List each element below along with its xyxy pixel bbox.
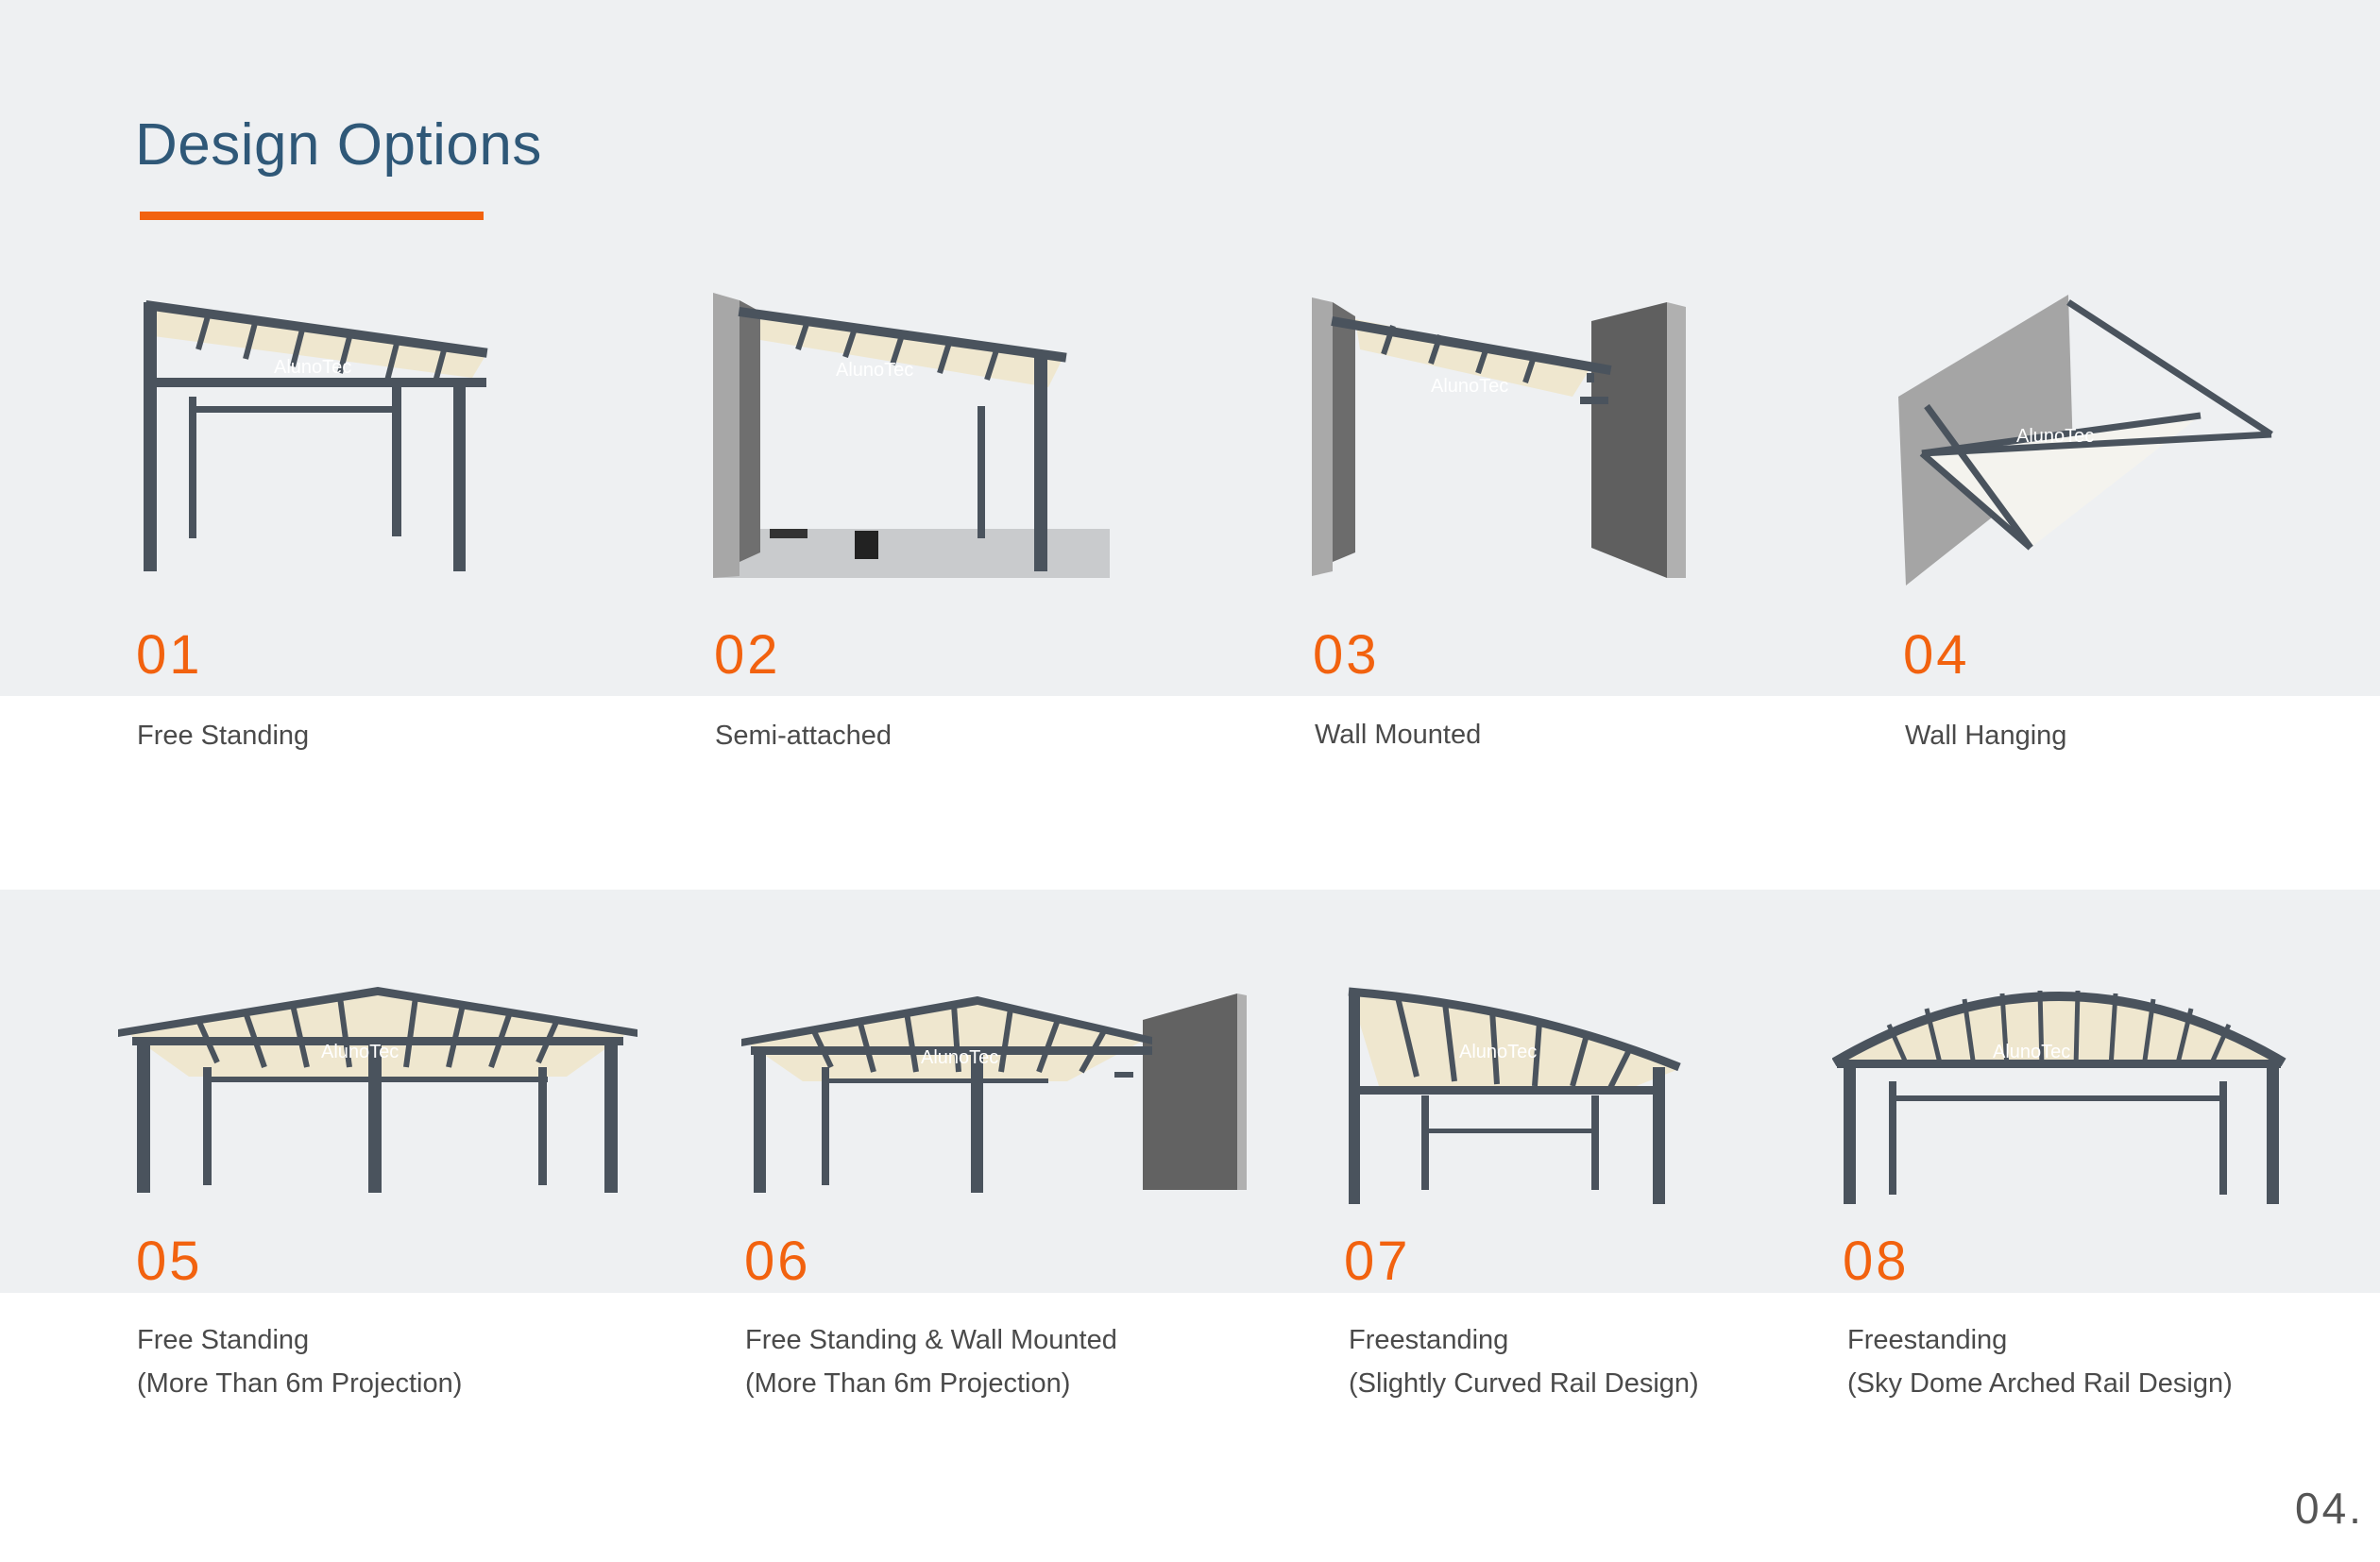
option-caption: Wall Mounted <box>1315 720 1482 750</box>
option-number: 03 <box>1313 624 1380 686</box>
svg-text:AlunoTec: AlunoTec <box>1459 1042 1537 1062</box>
svg-text:AlunoTec: AlunoTec <box>321 1042 399 1062</box>
title-underline <box>140 212 484 220</box>
option-caption: Free Standing <box>137 721 310 751</box>
page-number: 04. <box>2295 1484 2364 1533</box>
option-number: 05 <box>136 1231 203 1292</box>
option-number: 08 <box>1843 1231 1910 1292</box>
option-number: 06 <box>744 1231 811 1292</box>
svg-text:AlunoTec: AlunoTec <box>921 1047 998 1068</box>
option-number: 04 <box>1903 624 1970 686</box>
option-caption: Semi-attached <box>715 721 892 751</box>
wall-mounted-pergola-image: AlunoTec <box>1312 297 1686 578</box>
svg-text:AlunoTec: AlunoTec <box>1993 1042 2070 1062</box>
arched-rail-pergola-image: AlunoTec <box>1832 990 2286 1204</box>
page-title: Design Options <box>135 112 542 178</box>
svg-text:AlunoTec: AlunoTec <box>836 360 913 381</box>
svg-text:AlunoTec: AlunoTec <box>274 357 351 378</box>
free-standing-double-pergola-image: AlunoTec <box>118 987 638 1193</box>
option-caption: Free Standing(More Than 6m Projection) <box>137 1325 463 1399</box>
option-caption: Wall Hanging <box>1905 721 2067 751</box>
option-caption: Freestanding(Sky Dome Arched Rail Design… <box>1847 1325 2233 1399</box>
svg-text:AlunoTec: AlunoTec <box>2016 426 2094 447</box>
svg-text:AlunoTec: AlunoTec <box>1431 376 1508 397</box>
option-number: 01 <box>136 624 203 686</box>
option-number: 07 <box>1344 1231 1411 1292</box>
option-caption: Free Standing & Wall Mounted(More Than 6… <box>745 1325 1117 1399</box>
option-caption: Freestanding(Slightly Curved Rail Design… <box>1349 1325 1699 1399</box>
free-standing-wall-mounted-pergola-image: AlunoTec <box>741 993 1247 1193</box>
option-number: 02 <box>714 624 781 686</box>
wall-hanging-pergola-image: AlunoTec <box>1898 295 2273 586</box>
semi-attached-pergola-image: AlunoTec <box>713 293 1110 578</box>
curved-rail-pergola-image: AlunoTec <box>1348 987 1681 1204</box>
free-standing-pergola-image: AlunoTec <box>144 300 488 571</box>
